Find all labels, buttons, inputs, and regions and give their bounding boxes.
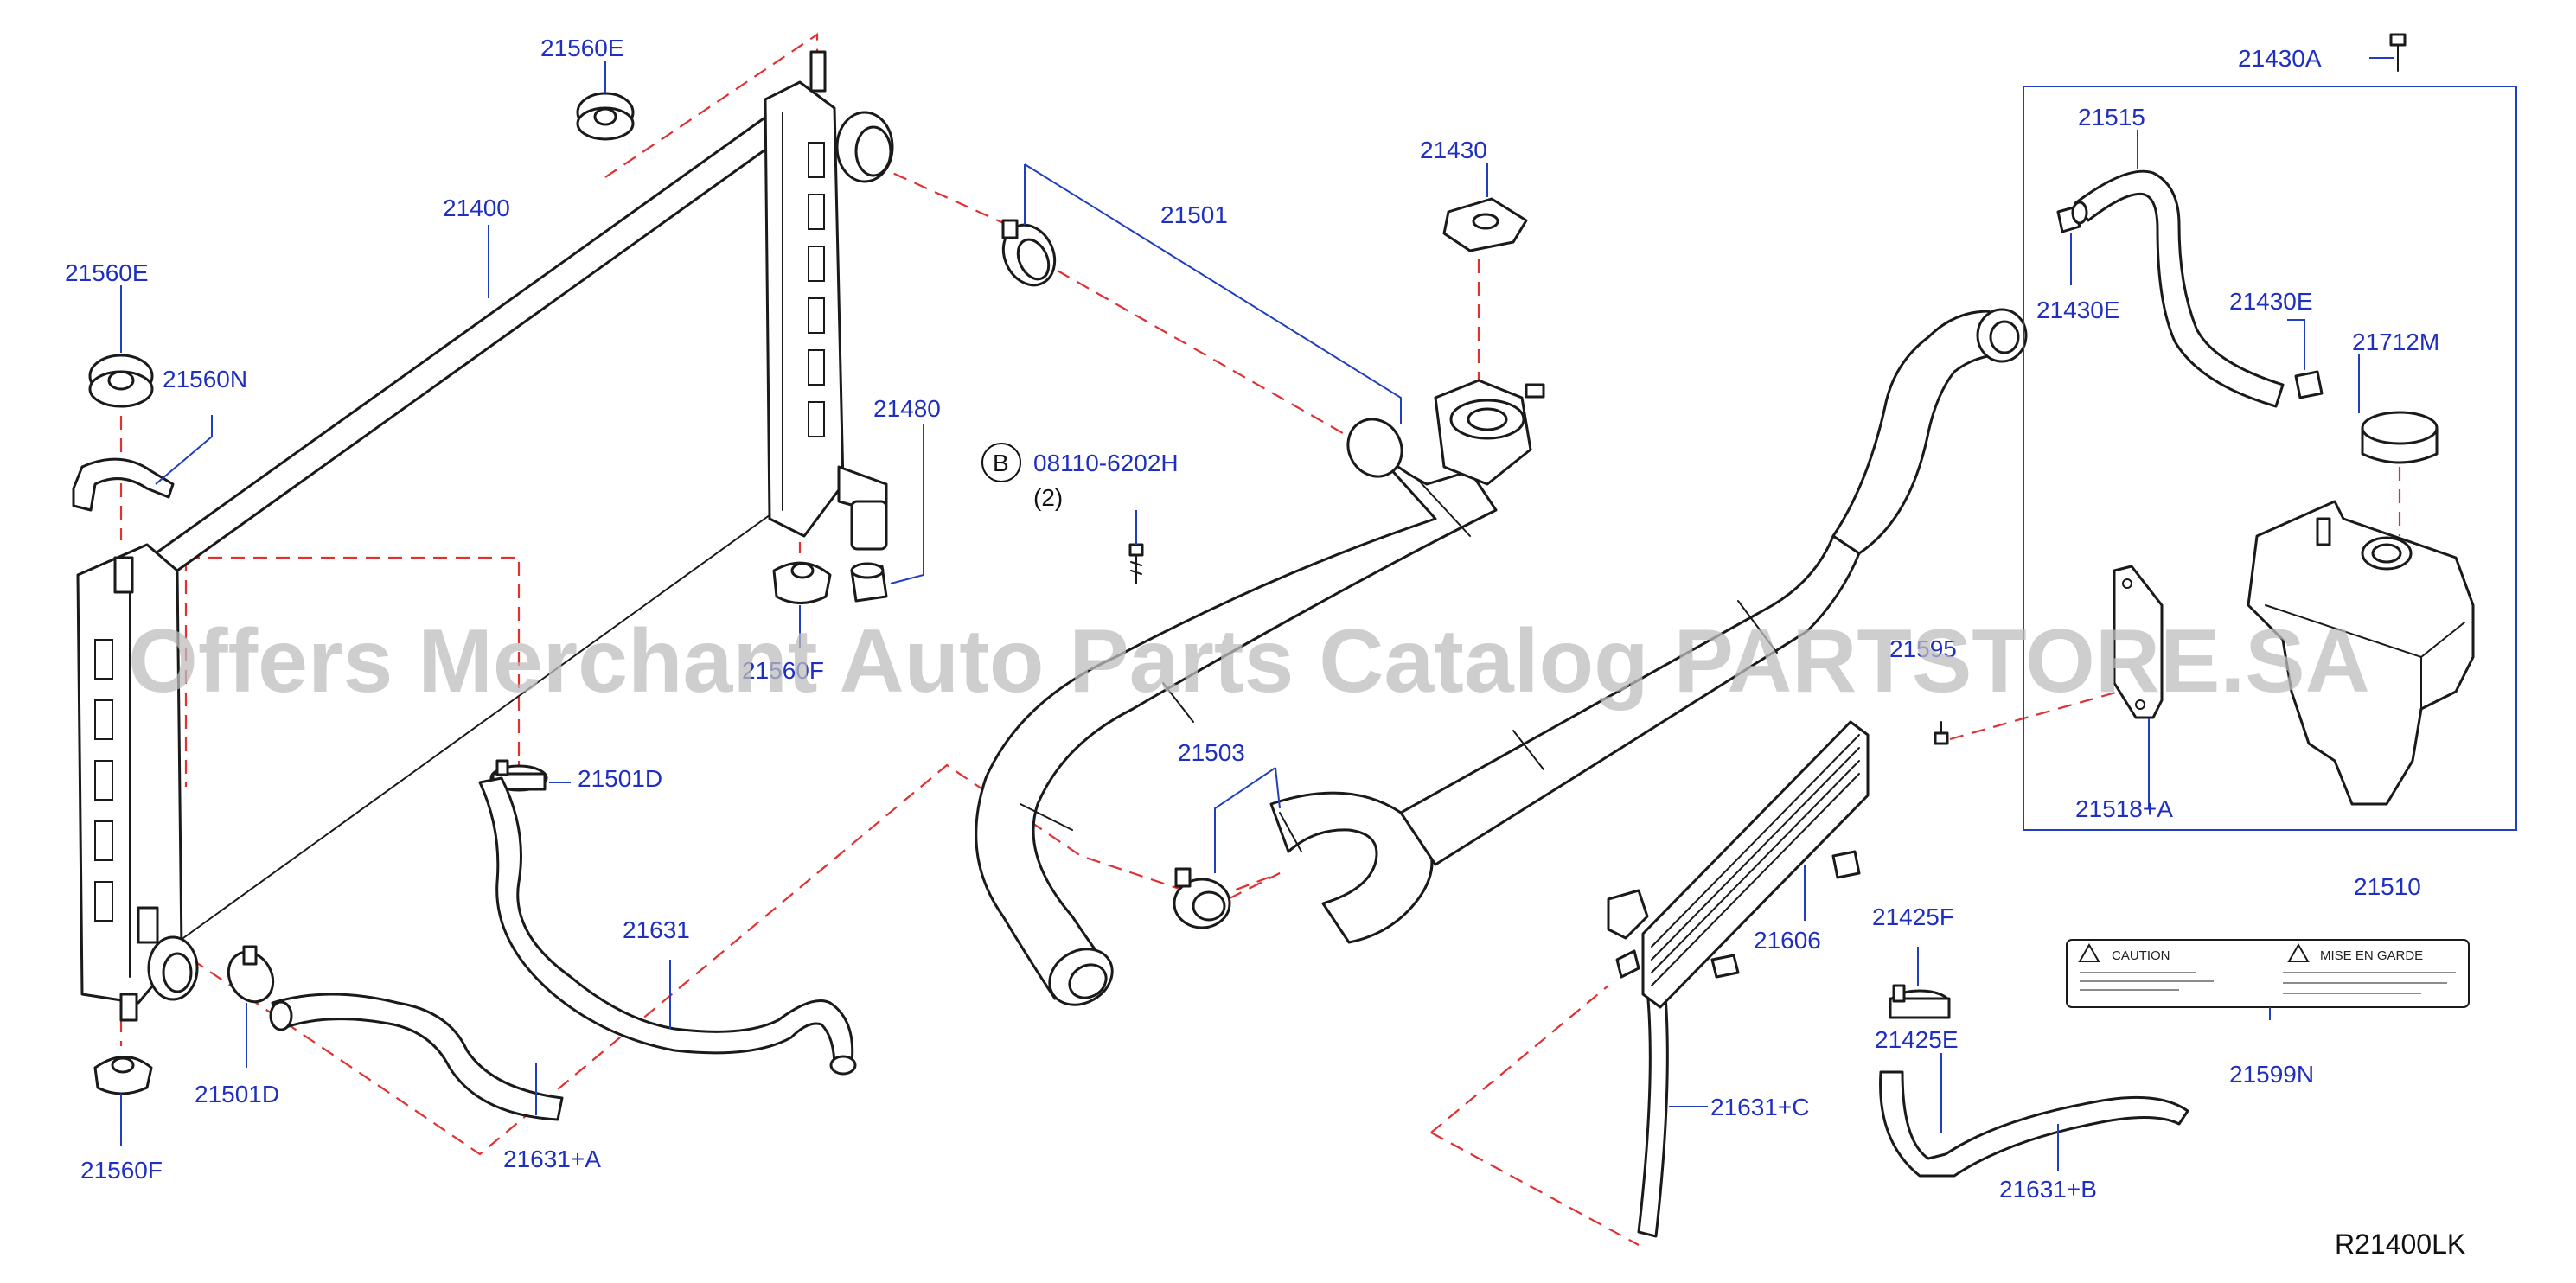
label-21480: 21480	[873, 395, 941, 422]
part-labels: 21560E 21400 21560E 21560N 21480 21560F …	[65, 35, 2439, 1203]
radiator-21400[interactable]	[76, 50, 894, 1022]
label-21560E-top: 21560E	[540, 35, 624, 61]
label-21430A: 21430A	[2238, 45, 2322, 72]
bolt-21430A[interactable]	[2389, 33, 2407, 72]
label-21430E-left: 21430E	[2036, 297, 2120, 323]
reservoir-kit-box	[2023, 86, 2517, 831]
filler-neck-21430[interactable]	[1434, 379, 1545, 486]
label-21515: 21515	[2078, 104, 2145, 131]
caution-label-21599N[interactable]: CAUTION MISE EN GARDE	[2066, 939, 2470, 1008]
watermark-text: Offers Merchant Auto Parts Catalog PARTS…	[128, 611, 2370, 712]
label-21501: 21501	[1160, 201, 1228, 228]
clamp-21501D-lower[interactable]	[220, 944, 282, 1010]
label-21631C: 21631+C	[1710, 1094, 1809, 1120]
reservoir-tank-21510[interactable]	[2247, 500, 2475, 806]
label-21503: 21503	[1178, 739, 1245, 766]
label-08110-6202H: 08110-6202H	[1033, 450, 1179, 476]
hose-21503-lower[interactable]	[1269, 308, 2028, 944]
cap-21712M[interactable]	[2361, 411, 2439, 464]
leader-lines	[120, 57, 2394, 1171]
caution-right-title: MISE EN GARDE	[2320, 948, 2423, 963]
label-21631A: 21631+A	[503, 1146, 601, 1172]
label-21510: 21510	[2354, 873, 2421, 900]
clamp-21425F[interactable]	[1889, 984, 1951, 1019]
label-21631: 21631	[623, 916, 690, 943]
label-21560F-mid: 21560F	[742, 657, 824, 684]
bracket-21518A[interactable]	[2113, 565, 2164, 719]
clamp-21503[interactable]	[1173, 867, 1231, 929]
hose-21631B[interactable]	[1879, 1070, 2189, 1178]
label-21518A: 21518+A	[2075, 795, 2173, 822]
label-21425F: 21425F	[1872, 903, 1954, 930]
label-21595: 21595	[1889, 635, 1957, 662]
assembly-dash-lines	[119, 32, 2401, 1246]
label-21560E-left: 21560E	[65, 259, 149, 286]
mount-21560F-bottom[interactable]	[93, 1056, 153, 1095]
label-21599N: 21599N	[2229, 1061, 2314, 1088]
label-21560F-bottom: 21560F	[80, 1157, 163, 1184]
hose-21515[interactable]	[2071, 169, 2285, 408]
label-21501D-right: 21501D	[578, 765, 662, 792]
hose-21631A[interactable]	[269, 993, 564, 1121]
clamp-21501-top[interactable]	[994, 217, 1064, 294]
label-08110-qty: (2)	[1033, 484, 1063, 511]
hose-21501-upper[interactable]	[975, 410, 1498, 1016]
label-21631B: 21631+B	[1999, 1176, 2097, 1203]
bolt-21595[interactable]	[1934, 721, 1949, 745]
label-21430: 21430	[1420, 137, 1487, 163]
hose-21631C[interactable]	[1637, 984, 1669, 1238]
label-21606: 21606	[1754, 927, 1821, 954]
oil-cooler-21606[interactable]	[1607, 720, 1870, 1009]
warning-icon-right	[2287, 943, 2310, 962]
radiator-cap-21430[interactable]	[1442, 197, 1528, 252]
warning-icon-left	[2078, 943, 2100, 962]
clamp-21430E-right[interactable]	[2294, 370, 2324, 399]
svg-text:B: B	[993, 450, 1009, 476]
reference-code: R21400LK	[2335, 1229, 2465, 1260]
label-21560N: 21560N	[163, 366, 247, 393]
mount-21560E-top[interactable]	[576, 92, 635, 141]
mount-21560E-left[interactable]	[88, 354, 154, 408]
label-21712M: 21712M	[2352, 329, 2439, 355]
bolt-08110[interactable]	[1128, 543, 1144, 584]
hose-21631[interactable]	[478, 776, 857, 1076]
caution-left-title: CAUTION	[2112, 948, 2170, 963]
bracket-21560N[interactable]	[72, 457, 175, 512]
mount-21560F-mid[interactable]	[772, 561, 832, 604]
label-21430E-right: 21430E	[2229, 288, 2313, 315]
bolt-badge-b: B	[981, 443, 1021, 482]
bushing-21480[interactable]	[850, 562, 888, 603]
label-21425E: 21425E	[1875, 1026, 1959, 1053]
label-21400: 21400	[443, 195, 510, 221]
label-21501D-left: 21501D	[195, 1081, 279, 1107]
